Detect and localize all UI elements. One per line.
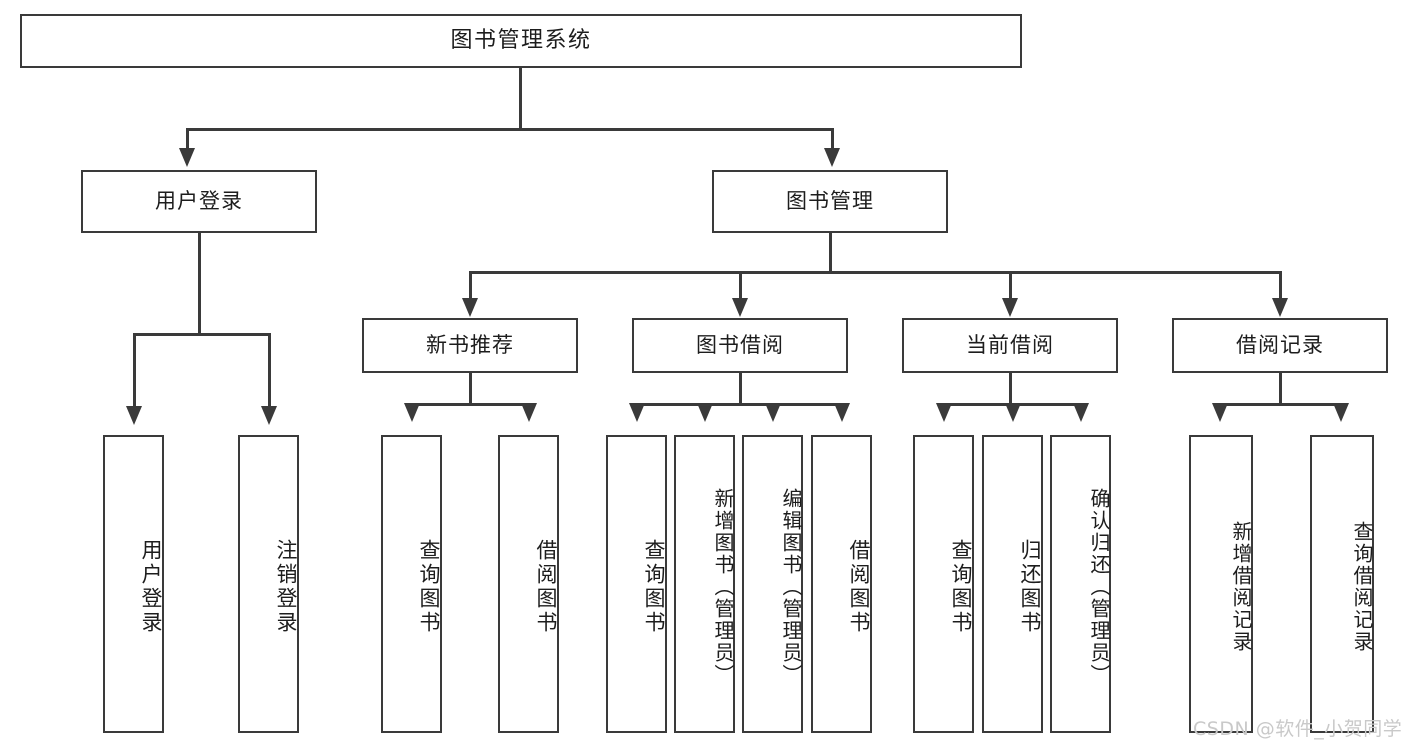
node-user-login-label: 用户登录 (155, 189, 243, 214)
node-book-manage-label: 图书管理 (786, 189, 874, 214)
node-leaf-query-book-1[interactable]: 查询图书 (381, 435, 442, 733)
node-new-book-rec-label: 新书推荐 (426, 333, 514, 358)
node-leaf-add-book-label: 新增图书（管理员） (711, 488, 735, 686)
node-root[interactable]: 图书管理系统 (20, 14, 1022, 68)
connector-user-login-drop-2 (268, 333, 271, 406)
connector-current-borrow-stem (1009, 373, 1012, 405)
connector-book-borrow-bar (636, 403, 842, 406)
node-user-login[interactable]: 用户登录 (81, 170, 317, 233)
arrow-to-leaf-user-login (126, 406, 142, 425)
node-leaf-edit-book-label: 编辑图书（管理员） (779, 488, 803, 686)
node-leaf-return-book-label: 归还图书 (1018, 539, 1042, 635)
arrow-to-user-login (179, 148, 195, 167)
connector-borrow-record-bar (1219, 403, 1341, 406)
arrow-to-leaf-return-book (1005, 403, 1021, 422)
connector-book-manage-drop-4 (1279, 271, 1282, 298)
node-leaf-borrow-book-1-label: 借阅图书 (534, 539, 558, 635)
node-leaf-borrow-book-2-label: 借阅图书 (847, 539, 871, 635)
node-leaf-confirm-return[interactable]: 确认归还（管理员） (1050, 435, 1111, 733)
arrow-to-new-book-rec (462, 298, 478, 317)
node-leaf-query-book-1-label: 查询图书 (417, 539, 441, 635)
node-leaf-edit-book[interactable]: 编辑图书（管理员） (742, 435, 803, 733)
node-leaf-query-book-2[interactable]: 查询图书 (606, 435, 667, 733)
arrow-to-leaf-query-record (1333, 403, 1349, 422)
node-leaf-borrow-book-1[interactable]: 借阅图书 (498, 435, 559, 733)
node-leaf-confirm-return-label: 确认归还（管理员） (1087, 488, 1111, 686)
node-leaf-add-book[interactable]: 新增图书（管理员） (674, 435, 735, 733)
connector-book-manage-drop-2 (739, 271, 742, 298)
node-leaf-query-record[interactable]: 查询借阅记录 (1310, 435, 1374, 733)
node-leaf-user-logout[interactable]: 注销登录 (238, 435, 299, 733)
node-leaf-query-book-3-label: 查询图书 (949, 539, 973, 635)
node-new-book-rec[interactable]: 新书推荐 (362, 318, 578, 373)
arrow-to-borrow-record (1272, 298, 1288, 317)
arrow-to-leaf-add-book (697, 403, 713, 422)
connector-user-login-drop-1 (133, 333, 136, 406)
connector-book-borrow-stem (739, 373, 742, 405)
node-leaf-query-book-2-label: 查询图书 (642, 539, 666, 635)
arrow-to-leaf-borrow-book-1 (521, 403, 537, 422)
connector-book-manage-stem (829, 233, 832, 273)
connector-root-stem (519, 68, 522, 130)
arrow-to-book-manage (824, 148, 840, 167)
connector-book-manage-bar (469, 271, 1280, 274)
arrow-to-leaf-edit-book (765, 403, 781, 422)
arrow-to-current-borrow (1002, 298, 1018, 317)
arrow-to-leaf-confirm-return (1073, 403, 1089, 422)
arrow-to-leaf-user-logout (261, 406, 277, 425)
connector-new-book-rec-stem (469, 373, 472, 405)
connector-root-to-book-manage (831, 128, 834, 148)
connector-book-manage-drop-3 (1009, 271, 1012, 298)
node-leaf-return-book[interactable]: 归还图书 (982, 435, 1043, 733)
node-borrow-record[interactable]: 借阅记录 (1172, 318, 1388, 373)
arrow-to-leaf-query-book-3 (936, 403, 952, 422)
node-current-borrow[interactable]: 当前借阅 (902, 318, 1118, 373)
node-book-borrow-label: 图书借阅 (696, 333, 784, 358)
connector-root-to-user-login (186, 128, 189, 148)
connector-borrow-record-stem (1279, 373, 1282, 405)
connector-user-login-bar (133, 333, 270, 336)
node-book-borrow[interactable]: 图书借阅 (632, 318, 848, 373)
arrow-to-book-borrow (732, 298, 748, 317)
node-leaf-user-logout-label: 注销登录 (274, 539, 298, 635)
node-leaf-borrow-book-2[interactable]: 借阅图书 (811, 435, 872, 733)
node-leaf-add-record[interactable]: 新增借阅记录 (1189, 435, 1253, 733)
node-borrow-record-label: 借阅记录 (1236, 333, 1324, 358)
connector-user-login-stem (198, 233, 201, 335)
node-current-borrow-label: 当前借阅 (966, 333, 1054, 358)
node-leaf-query-book-3[interactable]: 查询图书 (913, 435, 974, 733)
node-leaf-user-login[interactable]: 用户登录 (103, 435, 164, 733)
connector-new-book-rec-bar (411, 403, 529, 406)
node-leaf-add-record-label: 新增借阅记录 (1229, 521, 1253, 653)
node-book-manage[interactable]: 图书管理 (712, 170, 948, 233)
node-leaf-query-record-label: 查询借阅记录 (1350, 521, 1374, 653)
node-leaf-user-login-label: 用户登录 (139, 539, 163, 635)
arrow-to-leaf-add-record (1212, 403, 1228, 422)
arrow-to-leaf-query-book-2 (629, 403, 645, 422)
node-root-label: 图书管理系统 (450, 28, 592, 54)
connector-root-bar (186, 128, 833, 131)
connector-book-manage-drop-1 (469, 271, 472, 298)
arrow-to-leaf-borrow-book-2 (834, 403, 850, 422)
arrow-to-leaf-query-book-1 (404, 403, 420, 422)
